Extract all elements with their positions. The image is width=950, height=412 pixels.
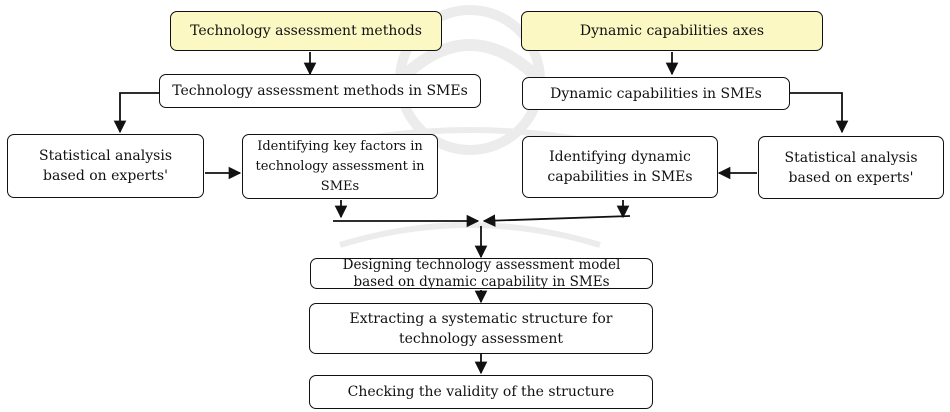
arrow-dc-smes-to-stat-right bbox=[790, 92, 849, 134]
box-dynamic-capabilities-axes: Dynamic capabilities axes bbox=[521, 11, 823, 51]
box-label: Technology assessment methods in SMEs bbox=[172, 83, 468, 99]
box-label: Statistical analysis based on experts' bbox=[784, 149, 918, 186]
box-designing-assessment-model: Designing technology assessment model ba… bbox=[310, 256, 653, 290]
box-identifying-dynamic-capabilities: Identifying dynamic capabilities in SMEs bbox=[522, 136, 718, 198]
arrow-tam-smes-to-stat-left bbox=[113, 92, 159, 134]
box-identifying-key-factors: Identifying key factors in technology as… bbox=[242, 134, 438, 199]
box-checking-validity: Checking the validity of the structure bbox=[309, 375, 653, 409]
box-statistical-analysis-left: Statistical analysis based on experts' bbox=[7, 134, 204, 198]
box-technology-assessment-methods-in-smes: Technology assessment methods in SMEs bbox=[159, 74, 481, 108]
box-label: Extracting a systematic structure for te… bbox=[349, 310, 613, 347]
box-label: Dynamic capabilities axes bbox=[579, 23, 765, 39]
merge-right bbox=[482, 214, 631, 227]
box-label: Checking the validity of the structure bbox=[347, 384, 615, 400]
box-label: Identifying key factors in technology as… bbox=[255, 138, 425, 194]
box-label: Dynamic capabilities in SMEs bbox=[550, 85, 762, 102]
box-extracting-systematic-structure: Extracting a systematic structure for te… bbox=[309, 303, 653, 354]
box-statistical-analysis-right: Statistical analysis based on experts' bbox=[758, 136, 944, 199]
box-dynamic-capabilities-in-smes: Dynamic capabilities in SMEs bbox=[522, 77, 790, 110]
box-label: Technology assessment methods bbox=[190, 23, 422, 39]
box-label: Designing technology assessment model ba… bbox=[342, 256, 621, 290]
box-label: Statistical analysis based on experts' bbox=[38, 148, 172, 184]
box-label: Identifying dynamic capabilities in SMEs bbox=[547, 149, 693, 185]
box-technology-assessment-methods: Technology assessment methods bbox=[170, 11, 442, 51]
